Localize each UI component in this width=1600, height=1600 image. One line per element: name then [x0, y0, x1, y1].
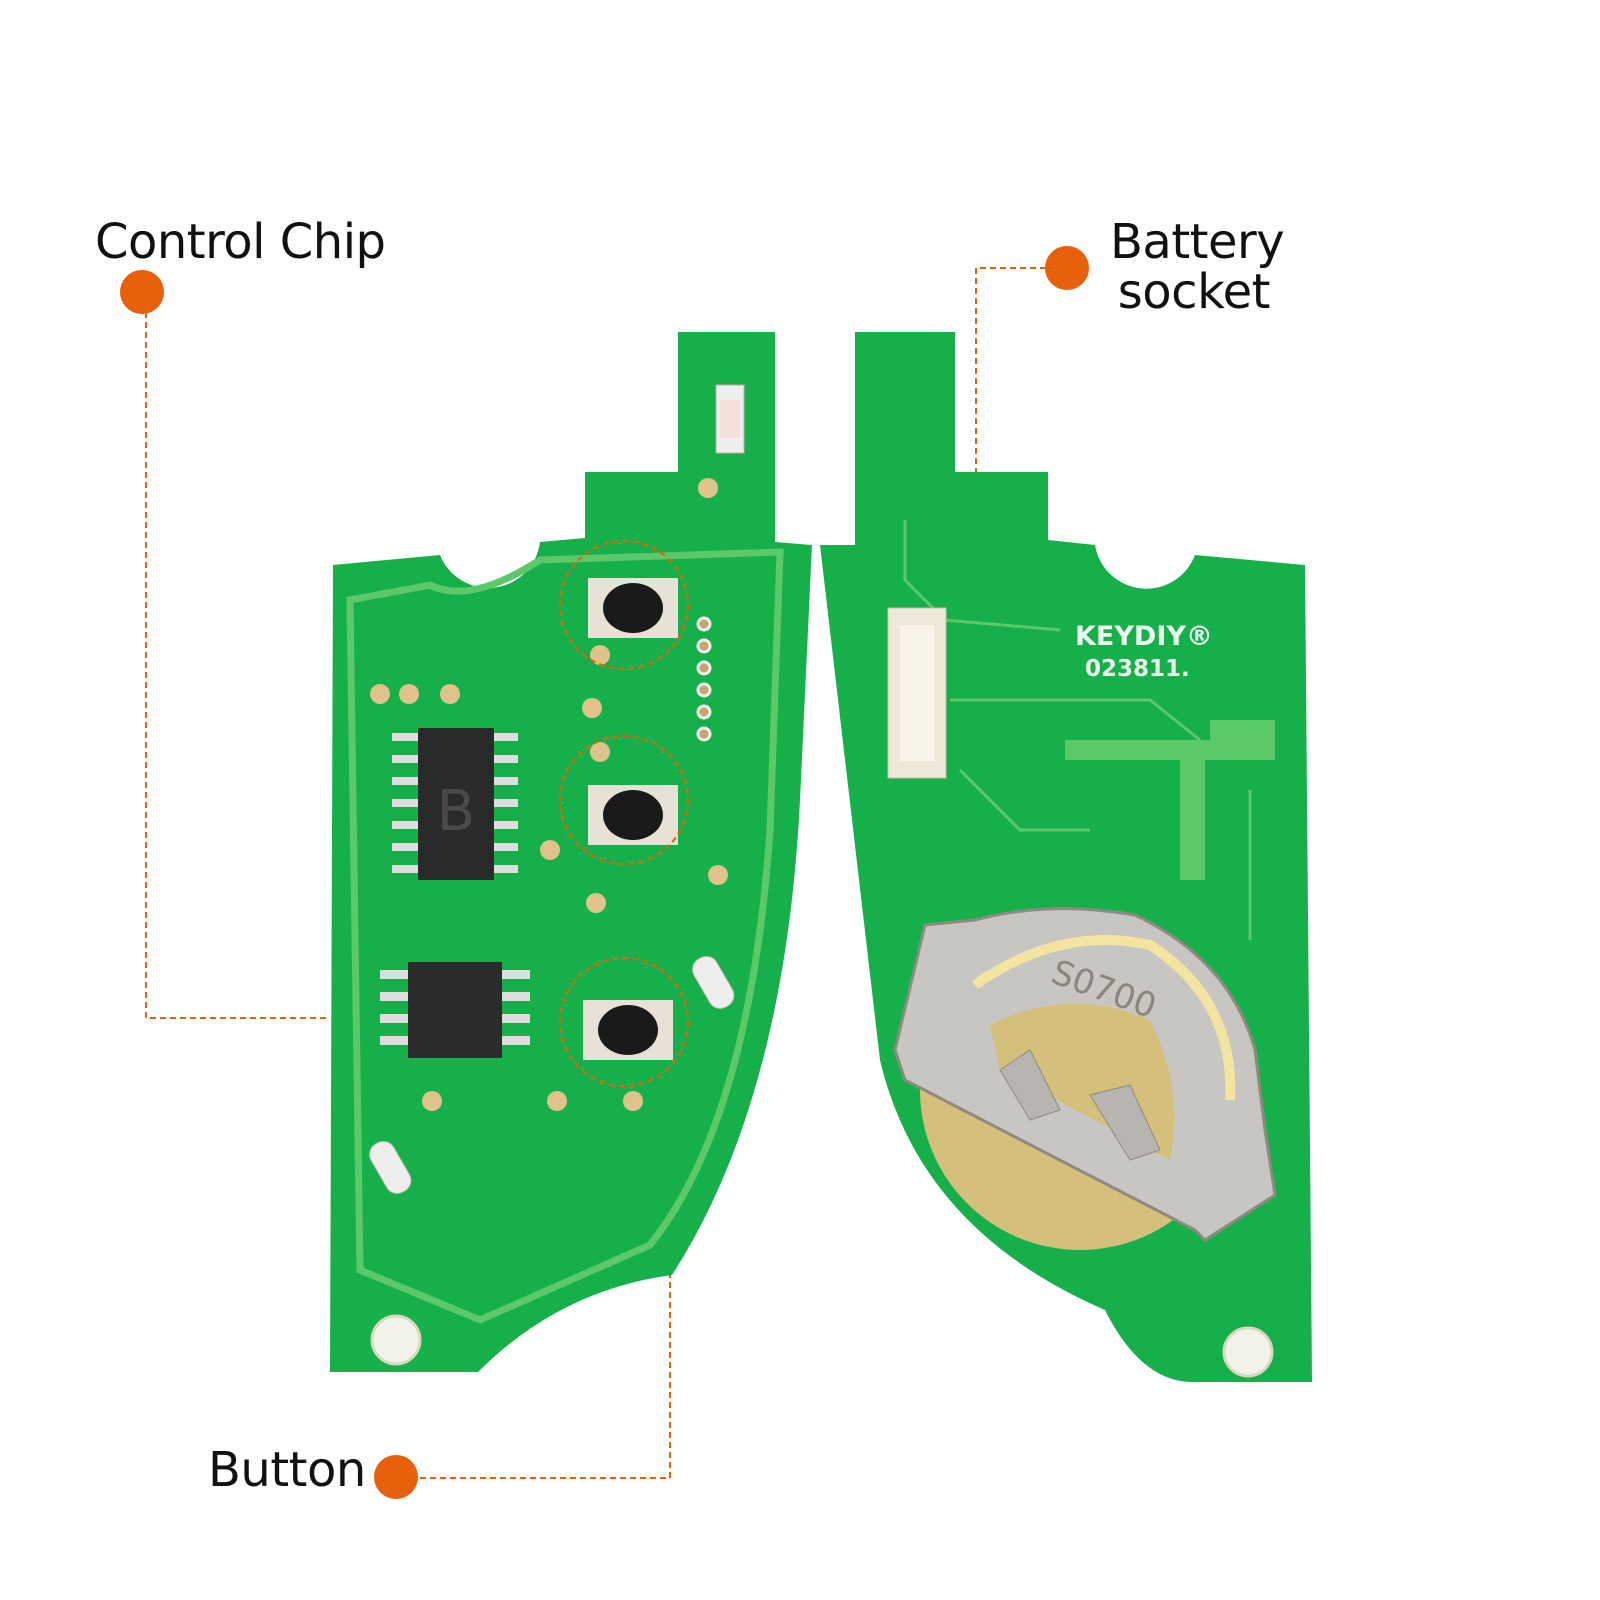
- control-chip-leader: [145, 292, 330, 1019]
- button-marker: [374, 1455, 418, 1499]
- tactile-buttons: [583, 578, 678, 1060]
- serial-number: 023811.: [1085, 656, 1190, 682]
- control-chip-marker: [120, 270, 164, 314]
- control-chip-label: Control Chip: [95, 214, 386, 270]
- battery-socket-label-line1: Battery: [1110, 214, 1285, 270]
- button-leader: [420, 1060, 671, 1479]
- battery-socket-label-line2: socket: [1117, 264, 1271, 320]
- right-pcb-board: S0700 KEYDIY® 023811.: [820, 332, 1312, 1382]
- connector: [887, 607, 947, 779]
- battery-socket: [893, 907, 1277, 1250]
- left-pcb-board: B: [330, 332, 812, 1372]
- control-chip-main: [392, 728, 518, 880]
- chip-letter: B: [437, 779, 475, 844]
- brand-logo: KEYDIY®: [1075, 621, 1213, 652]
- control-chip-secondary: [380, 962, 530, 1058]
- battery-socket-label: Battery socket: [1110, 214, 1285, 320]
- battery-socket-marker: [1045, 246, 1089, 290]
- button-label: Button: [208, 1442, 366, 1498]
